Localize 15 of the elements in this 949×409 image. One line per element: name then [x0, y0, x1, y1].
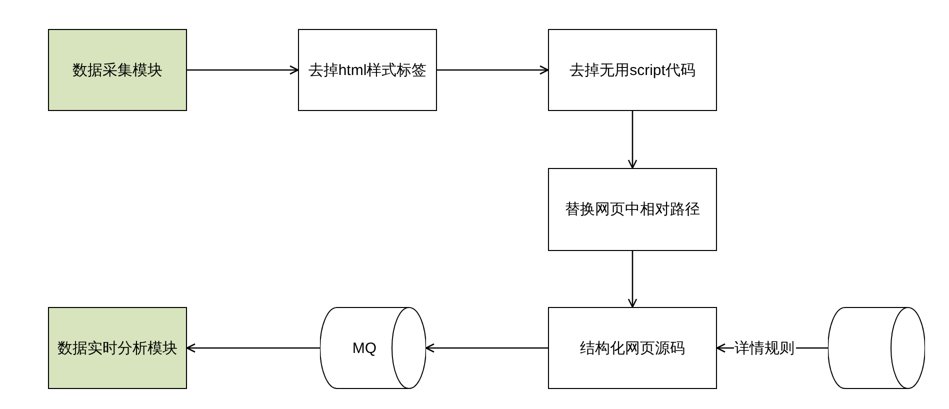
arrow — [425, 343, 548, 353]
process-box: 去掉无用script代码 — [548, 29, 717, 111]
edge-label: 详情规则 — [734, 338, 796, 358]
process-box: 替换网页中相对路径 — [548, 168, 717, 251]
arrow — [187, 65, 299, 75]
cylinder: MQ — [320, 307, 426, 389]
arrow — [628, 251, 638, 308]
arrow — [628, 111, 638, 169]
cylinder — [828, 307, 925, 389]
arrow — [437, 65, 549, 75]
arrow — [186, 343, 320, 353]
process-box: 去掉html样式标签 — [298, 29, 437, 111]
module-box: 数据实时分析模块 — [48, 307, 187, 389]
module-box: 数据采集模块 — [48, 29, 187, 111]
process-box: 结构化网页源码 — [548, 307, 717, 389]
